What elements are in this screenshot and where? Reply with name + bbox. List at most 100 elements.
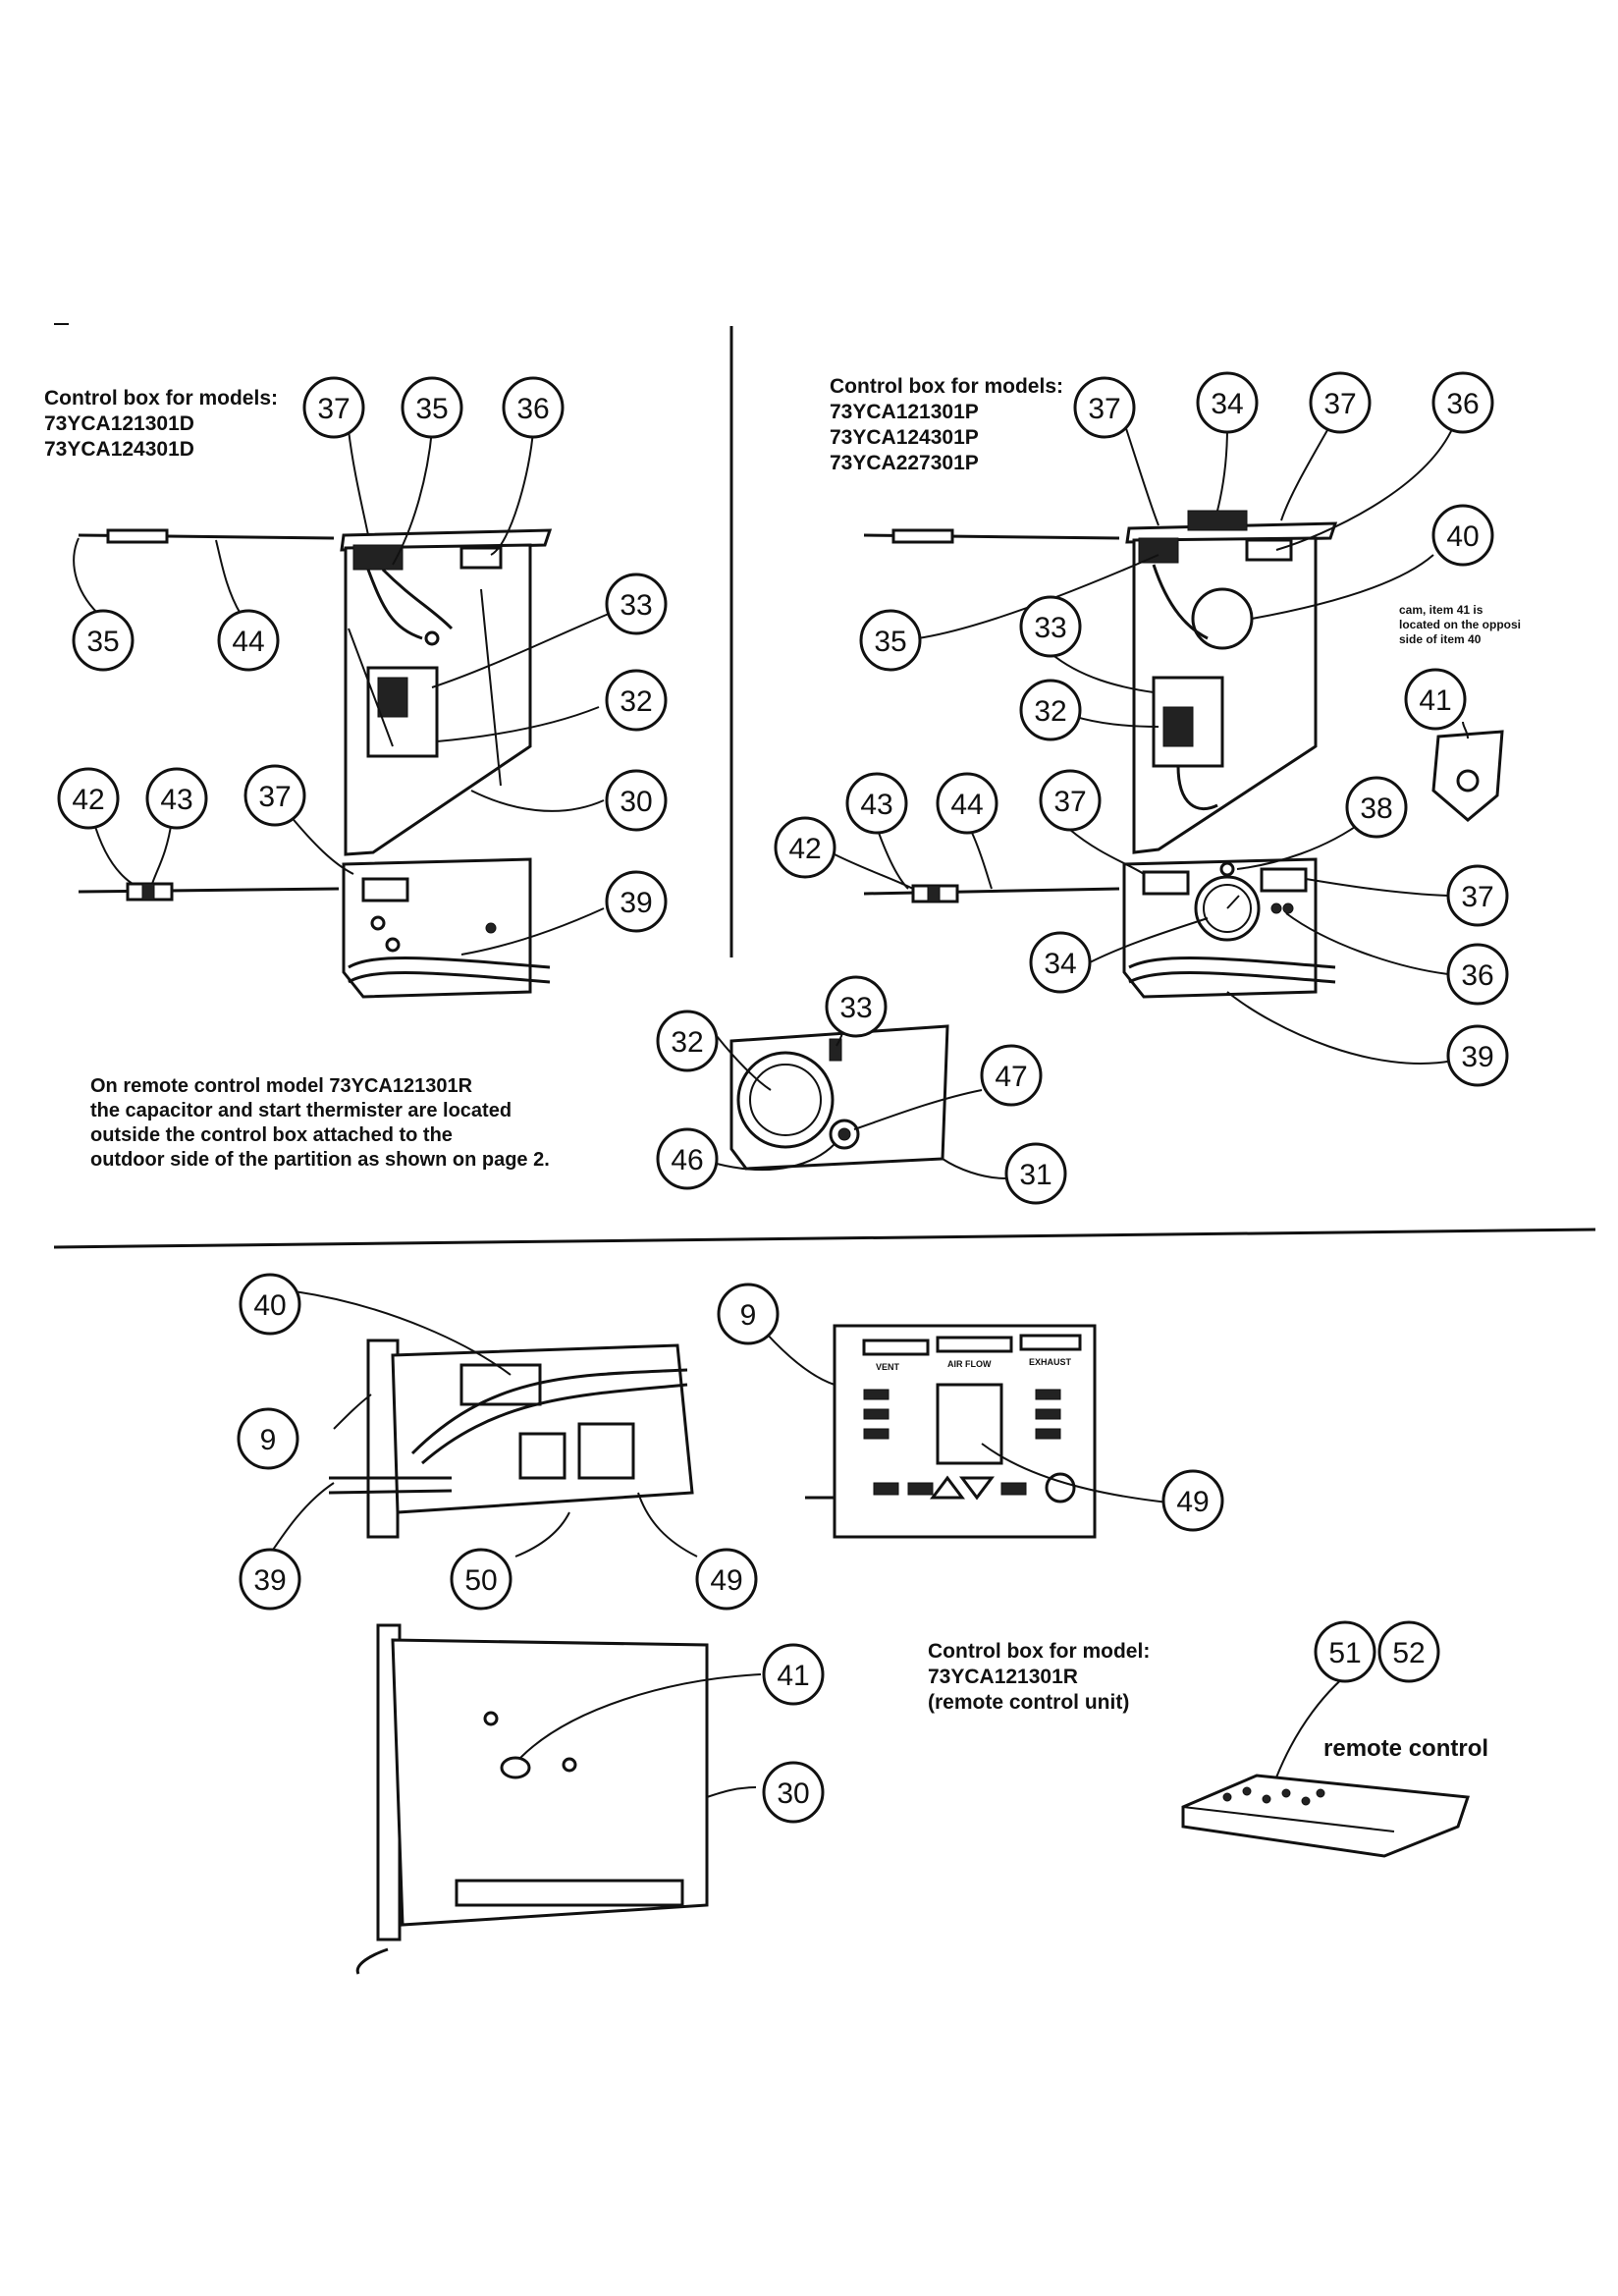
panel-vent-label: VENT xyxy=(876,1362,900,1372)
remote-line-1: On remote control model 73YCA121301R xyxy=(90,1075,473,1097)
svg-text:37: 37 xyxy=(317,393,350,425)
svg-text:9: 9 xyxy=(260,1424,277,1456)
svg-text:37: 37 xyxy=(1323,388,1356,420)
callout: 37 xyxy=(1073,376,1136,439)
callout: 36 xyxy=(1446,943,1509,1006)
svg-text:49: 49 xyxy=(1176,1486,1209,1518)
svg-text:30: 30 xyxy=(620,786,652,818)
callout: 44 xyxy=(936,772,998,835)
callout: 40 xyxy=(1431,504,1494,567)
control-box-p-drawing xyxy=(863,510,1504,999)
electronic-box-drawing xyxy=(328,1339,694,1539)
callout: 34 xyxy=(1196,371,1259,434)
callout: 43 xyxy=(845,772,908,835)
callout: 49 xyxy=(1161,1469,1224,1532)
front-panel-drawing: VENT AIR FLOW EXHAUST xyxy=(805,1324,1097,1539)
callout: 32 xyxy=(605,669,668,732)
cam-line-3: side of item 40 xyxy=(1399,632,1482,646)
svg-text:47: 47 xyxy=(995,1061,1027,1093)
callout: 41 xyxy=(1404,668,1467,731)
callout: 39 xyxy=(605,870,668,933)
cover-drawing xyxy=(355,1623,709,1975)
cam-line-2: located on the opposi xyxy=(1399,618,1521,631)
svg-text:43: 43 xyxy=(860,789,892,821)
callout: 9 xyxy=(237,1407,299,1470)
svg-text:39: 39 xyxy=(1461,1041,1493,1073)
svg-text:37: 37 xyxy=(258,781,291,813)
callout: 42 xyxy=(57,767,120,830)
remote-control-label: remote control xyxy=(1323,1735,1488,1762)
svg-text:35: 35 xyxy=(415,393,448,425)
panel-exhaust-label: EXHAUST xyxy=(1029,1357,1072,1367)
svg-text:38: 38 xyxy=(1360,793,1392,825)
callout: 42 xyxy=(774,816,836,879)
svg-text:44: 44 xyxy=(950,789,983,821)
note-remote: On remote control model 73YCA121301R the… xyxy=(90,1075,550,1171)
cam-line-1: cam, item 41 is xyxy=(1399,603,1483,617)
capacitor-bracket-drawing xyxy=(729,1024,949,1171)
box-r-sub: (remote control unit) xyxy=(928,1691,1129,1714)
callout: 52 xyxy=(1377,1620,1440,1683)
remote-control-drawing xyxy=(1181,1774,1471,1858)
callout: 34 xyxy=(1029,931,1092,994)
callout: 33 xyxy=(1019,595,1082,658)
callout: 36 xyxy=(1431,371,1494,434)
callout: 30 xyxy=(762,1761,825,1824)
box-d-title: Control box for models: xyxy=(44,387,278,410)
callout: 40 xyxy=(239,1273,301,1336)
callout: 37 xyxy=(1446,864,1509,927)
svg-text:31: 31 xyxy=(1019,1159,1052,1191)
callout: 31 xyxy=(1004,1142,1067,1205)
callout: 46 xyxy=(656,1127,719,1190)
svg-text:36: 36 xyxy=(1446,388,1479,420)
svg-text:49: 49 xyxy=(710,1564,742,1597)
note-box-p: Control box for models: 73YCA121301P 73Y… xyxy=(830,375,1063,474)
remote-line-3: outside the control box attached to the xyxy=(90,1124,453,1146)
callout: 47 xyxy=(980,1044,1043,1107)
svg-text:41: 41 xyxy=(777,1660,809,1692)
svg-text:32: 32 xyxy=(620,685,652,718)
callout: 35 xyxy=(72,609,135,672)
svg-text:37: 37 xyxy=(1053,786,1086,818)
svg-text:40: 40 xyxy=(1446,520,1479,553)
svg-text:36: 36 xyxy=(1461,959,1493,992)
svg-text:30: 30 xyxy=(777,1777,809,1810)
remote-line-4: outdoor side of the partition as shown o… xyxy=(90,1149,550,1171)
panel-airflow-label: AIR FLOW xyxy=(947,1359,992,1369)
box-p-model-1: 73YCA121301P xyxy=(830,401,979,423)
svg-text:34: 34 xyxy=(1044,948,1076,980)
box-r-model: 73YCA121301R xyxy=(928,1666,1078,1688)
callout: 35 xyxy=(859,609,922,672)
callout: 44 xyxy=(217,609,280,672)
callout: 32 xyxy=(1019,679,1082,741)
svg-text:32: 32 xyxy=(671,1026,703,1059)
svg-text:46: 46 xyxy=(671,1144,703,1176)
svg-text:41: 41 xyxy=(1419,684,1451,717)
callout: 32 xyxy=(656,1010,719,1072)
box-d-model-2: 73YCA124301D xyxy=(44,438,194,461)
callout: 37 xyxy=(302,376,365,439)
svg-text:35: 35 xyxy=(86,626,119,658)
box-p-model-2: 73YCA124301P xyxy=(830,426,979,449)
remote-line-2: the capacitor and start thermister are l… xyxy=(90,1100,512,1121)
control-box-d-drawing xyxy=(78,528,553,999)
callout: 33 xyxy=(605,573,668,635)
callout: 39 xyxy=(1446,1024,1509,1087)
box-p-model-3: 73YCA227301P xyxy=(830,452,979,474)
svg-text:37: 37 xyxy=(1088,393,1120,425)
callout: 43 xyxy=(145,767,208,830)
note-box-d: Control box for models: 73YCA121301D 73Y… xyxy=(44,387,278,461)
svg-text:42: 42 xyxy=(72,784,104,816)
svg-text:32: 32 xyxy=(1034,695,1066,728)
callout: 37 xyxy=(243,764,306,827)
callout: 35 xyxy=(401,376,463,439)
svg-text:51: 51 xyxy=(1328,1637,1361,1669)
svg-text:33: 33 xyxy=(620,589,652,622)
callout: 49 xyxy=(695,1548,758,1611)
box-p-title: Control box for models: xyxy=(830,375,1063,398)
callout: 41 xyxy=(762,1643,825,1706)
callout: 38 xyxy=(1345,776,1408,839)
callout: 50 xyxy=(450,1548,512,1611)
callout: 30 xyxy=(605,769,668,832)
